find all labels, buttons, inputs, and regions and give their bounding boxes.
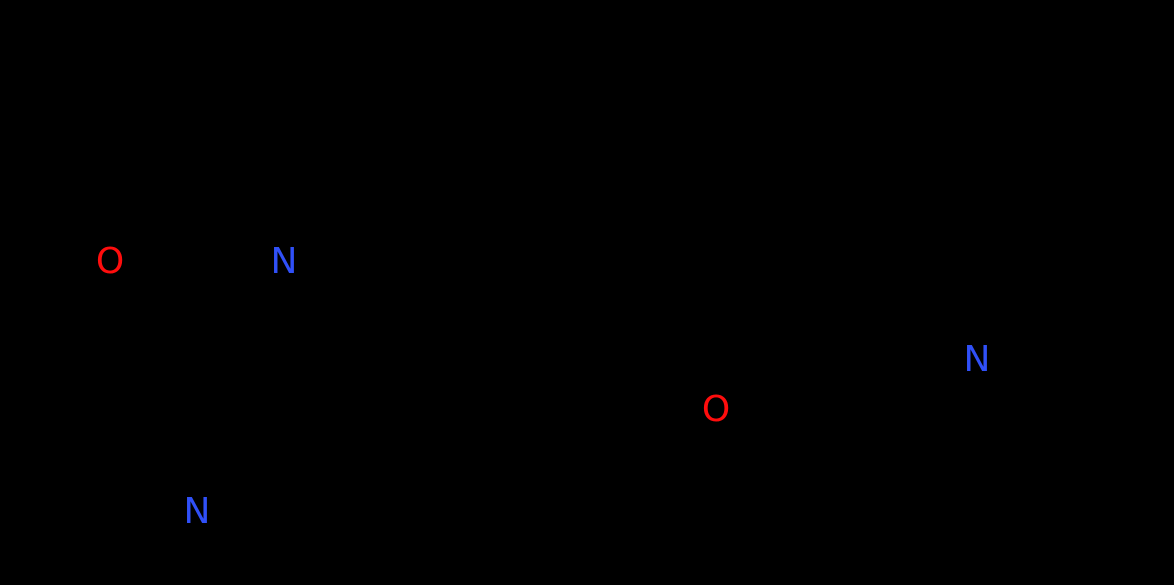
atom-oxygen-2: O <box>701 389 731 430</box>
atom-oxygen-1: O <box>95 241 125 282</box>
atom-nitrogen-1: N <box>270 241 298 282</box>
atom-nitrogen-3: N <box>963 339 991 380</box>
atom-nitrogen-2: N <box>183 491 211 532</box>
